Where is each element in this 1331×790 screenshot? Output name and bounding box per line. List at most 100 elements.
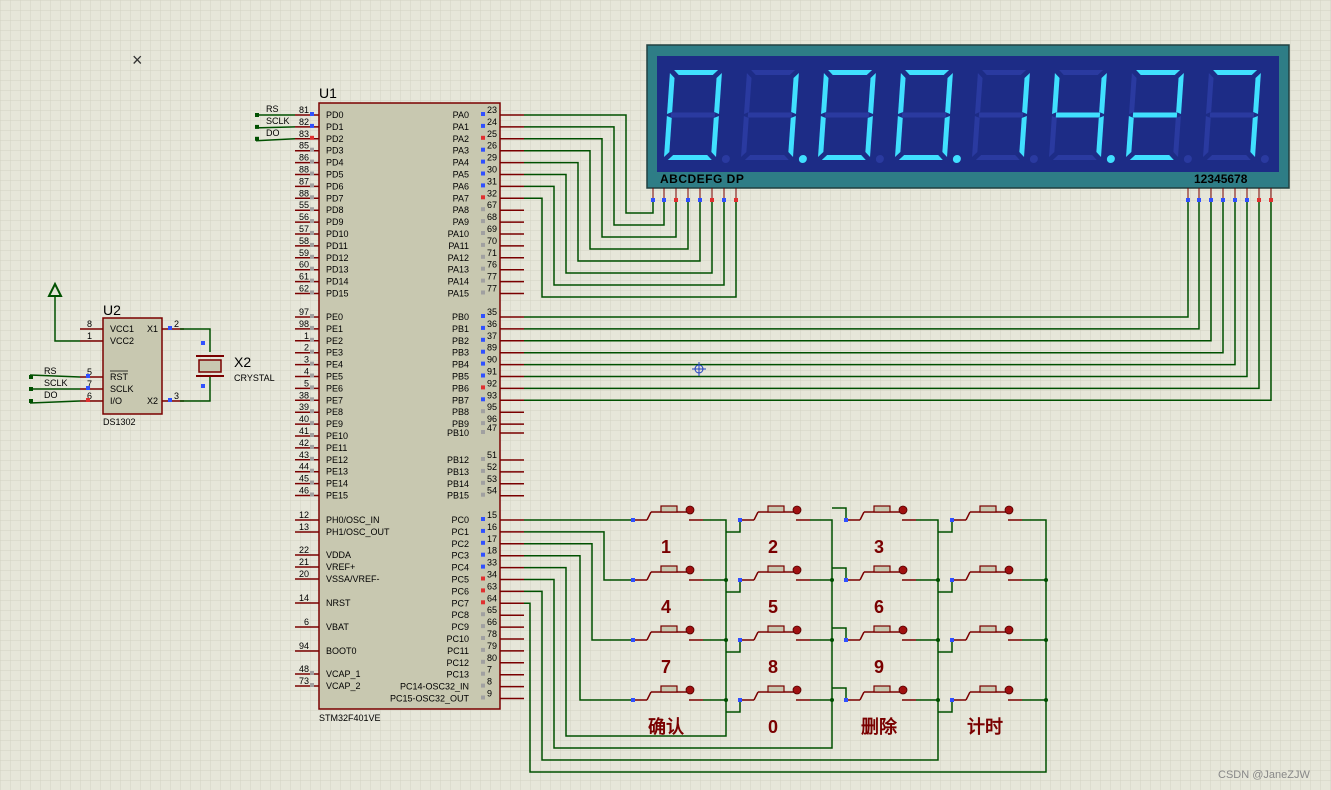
u1-ref-label: U1 <box>319 85 337 101</box>
keypad-button[interactable] <box>738 505 810 522</box>
u1-pin-number: 55 <box>299 200 309 210</box>
u1-pin-number: 65 <box>487 605 497 615</box>
keypad-button[interactable] <box>844 625 916 642</box>
wire <box>524 138 677 238</box>
u1-pin-state <box>481 624 485 629</box>
u1-pin-name: PA13 <box>448 265 469 275</box>
segment-e <box>972 116 980 157</box>
segment-c <box>942 116 950 157</box>
u1-pin-state <box>481 385 485 390</box>
keypad-button[interactable] <box>631 505 703 522</box>
keypad-button[interactable] <box>844 565 916 582</box>
u1-pin-name: PA2 <box>453 134 469 144</box>
seven-segment-display[interactable]: ABCDEFG DP 12345678 <box>646 44 1290 202</box>
watermark: CSDN @JaneZJW <box>1218 769 1310 781</box>
net-terminal <box>255 136 259 141</box>
button-pin-state <box>631 578 635 582</box>
u1-pin-name: PB3 <box>452 348 469 358</box>
u1-pin-name: PD15 <box>326 289 349 299</box>
keypad-button[interactable] <box>631 685 703 702</box>
u1-pin-name: PB15 <box>447 491 469 501</box>
u1-pin-number: 57 <box>299 224 309 234</box>
segment-a <box>751 70 796 75</box>
power-terminal-icon <box>47 281 80 342</box>
segment-d <box>1052 155 1097 160</box>
u1-pin-number: 62 <box>299 284 309 294</box>
u1-pin-number: 32 <box>487 188 497 198</box>
u1-pin-number: 70 <box>487 236 497 246</box>
segment-e <box>895 116 903 157</box>
u1-pin-name: PC2 <box>451 539 469 549</box>
u1-pin-name: PA3 <box>453 146 469 156</box>
decimal-point <box>1183 155 1192 163</box>
decimal-point <box>721 155 730 163</box>
u1-pin-number: 34 <box>487 570 497 580</box>
u1-pin-name: BOOT0 <box>326 646 357 656</box>
digit-1 <box>664 70 730 163</box>
u1-pin-state <box>481 552 485 557</box>
u1-pin-number: 31 <box>487 176 497 186</box>
button-pin-state <box>844 698 848 702</box>
u1-pin-number: 91 <box>487 367 497 377</box>
u1-pin-number: 17 <box>487 534 497 544</box>
u1-pin-name: PE11 <box>326 443 347 453</box>
keypad-button[interactable] <box>631 625 703 642</box>
segment-f <box>821 73 829 114</box>
u1-pin-number: 48 <box>299 664 309 674</box>
u1-pin-number: 96 <box>487 414 497 424</box>
u1-pin-name: PC1 <box>451 527 469 537</box>
net-label: RS <box>266 104 279 114</box>
keypad-button[interactable] <box>844 685 916 702</box>
net-label: SCLK <box>44 378 68 388</box>
u1-pin-state <box>310 123 314 128</box>
keypad-button[interactable] <box>950 565 1022 582</box>
segment-c <box>865 116 873 157</box>
wire <box>524 126 665 226</box>
u1-pin-name: PB13 <box>447 467 469 477</box>
u1-pin-number: 18 <box>487 546 497 556</box>
u2-pin-number: 6 <box>87 391 92 401</box>
segment-e <box>1203 116 1211 157</box>
keypad-label: 9 <box>874 657 884 677</box>
digit-3 <box>818 70 884 163</box>
keypad-button[interactable] <box>950 625 1022 642</box>
segment-a <box>905 70 950 75</box>
crystal-x2[interactable]: X2 CRYSTAL <box>180 328 275 402</box>
wire <box>832 687 847 700</box>
digit-8 <box>1203 70 1269 163</box>
segment-b <box>714 73 722 114</box>
u1-pin-number: 9 <box>487 689 492 699</box>
wire <box>726 520 741 533</box>
junction <box>936 578 940 582</box>
u1-pin-name: PD2 <box>326 134 344 144</box>
keypad-button[interactable] <box>738 625 810 642</box>
keypad-button[interactable] <box>950 505 1022 522</box>
u1-pin-state <box>310 683 314 687</box>
button-state-icon <box>898 685 908 695</box>
u1-pin-name: PB9 <box>452 419 469 429</box>
segment-b <box>1022 73 1030 114</box>
junction <box>936 698 940 702</box>
u1-pin-name: PC4 <box>451 563 469 573</box>
u1-pin-name: PC13 <box>446 670 469 680</box>
u1-pin-name: PC10 <box>446 634 469 644</box>
u1-pin-state <box>481 290 485 295</box>
u2-pin-number: 7 <box>87 379 92 389</box>
keypad-button[interactable] <box>738 565 810 582</box>
u1-pin-name: PD5 <box>326 170 344 180</box>
wire <box>524 202 1212 342</box>
u1-pin-name: PB12 <box>447 455 469 465</box>
keypad-button[interactable] <box>738 685 810 702</box>
digit-6 <box>1049 70 1115 163</box>
wire <box>832 567 847 580</box>
keypad-button[interactable] <box>844 505 916 522</box>
keypad-button[interactable] <box>950 685 1022 702</box>
keypad-button[interactable] <box>631 565 703 582</box>
u1-pin-name: PC12 <box>446 658 469 668</box>
u1-pin-state <box>310 195 314 200</box>
